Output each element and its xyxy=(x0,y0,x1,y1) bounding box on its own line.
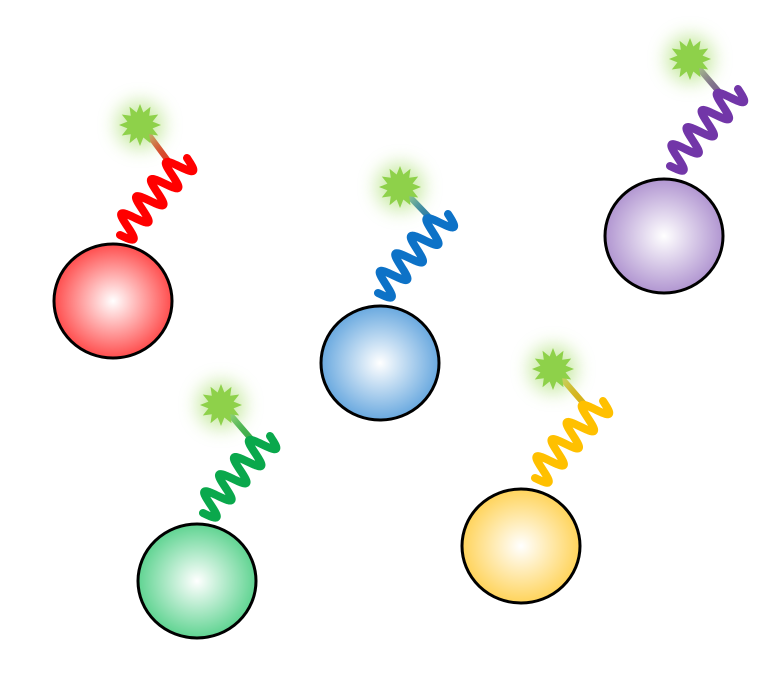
fluorescent-dye-yellow xyxy=(529,345,577,393)
dna-strand-green xyxy=(199,432,281,522)
bead-red xyxy=(52,242,174,360)
fluorescent-dye-purple xyxy=(666,35,714,83)
fluorescent-dye-red xyxy=(116,101,164,149)
fluorescent-dye-green xyxy=(197,381,245,429)
dye-star-icon xyxy=(119,104,161,146)
fluorescent-dye-blue xyxy=(376,163,424,211)
dna-strand-blue xyxy=(374,210,459,302)
dye-star-icon xyxy=(200,384,242,426)
dye-star-icon xyxy=(669,38,711,80)
bead-blue xyxy=(319,304,441,422)
dye-star-icon xyxy=(532,348,574,390)
dna-strand-red xyxy=(116,154,198,244)
dna-strand-purple xyxy=(666,85,749,175)
bead-green xyxy=(136,522,258,640)
dye-star-icon xyxy=(379,166,421,208)
dna-strand-yellow xyxy=(531,397,614,487)
bead-purple xyxy=(603,177,725,295)
bead-yellow xyxy=(460,487,582,605)
